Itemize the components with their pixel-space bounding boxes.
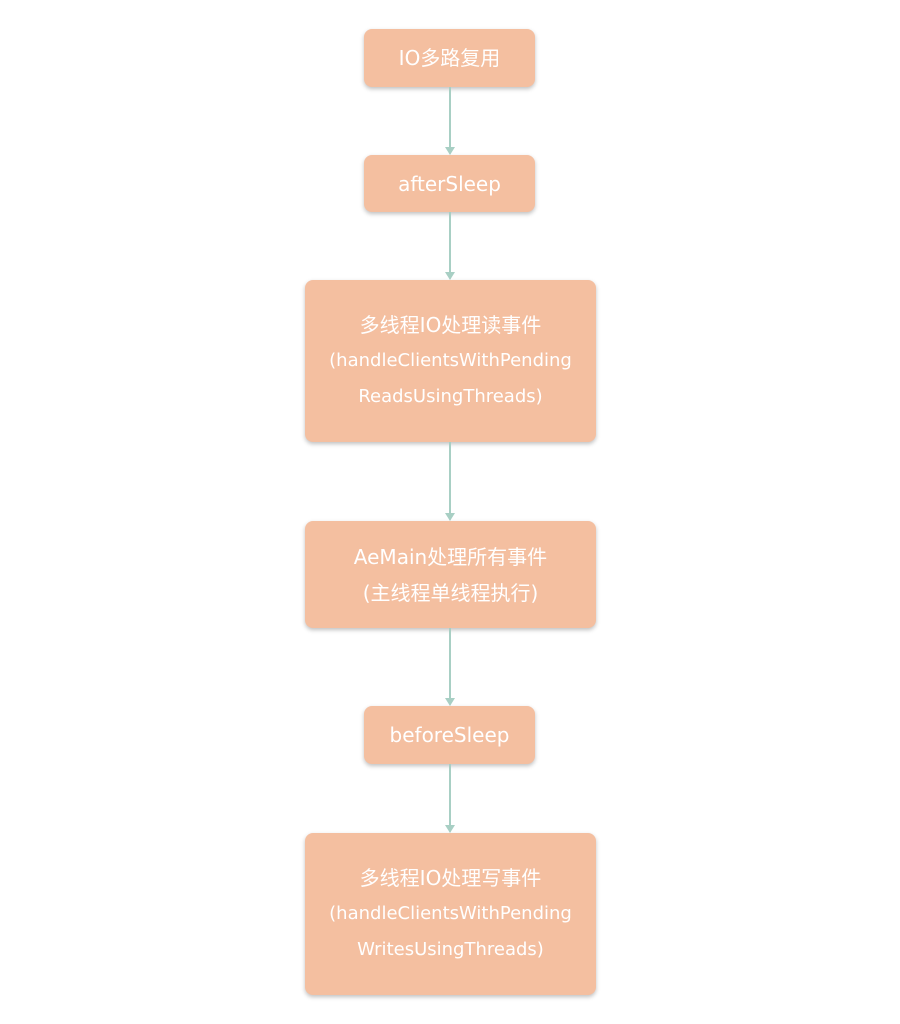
edge-arrow — [449, 212, 451, 272]
node-label-line: 多线程IO处理写事件 — [359, 866, 542, 890]
arrowhead-icon — [445, 513, 455, 521]
node-label: afterSleep — [398, 171, 501, 196]
node-label: IO多路复用 — [398, 46, 501, 70]
edge-arrow — [449, 628, 451, 698]
node-label-line: AeMain处理所有事件 — [353, 544, 548, 569]
arrowhead-icon — [445, 147, 455, 155]
node-label: beforeSleep — [389, 723, 510, 747]
node-label-line: (主线程单线程执行) — [362, 580, 539, 605]
edge-arrow — [449, 442, 451, 513]
node-aemain: AeMain处理所有事件 (主线程单线程执行) — [305, 521, 596, 628]
node-label-line: (handleClientsWithPending — [329, 350, 572, 371]
node-after-sleep: afterSleep — [364, 155, 535, 212]
edge-arrow — [449, 87, 451, 147]
node-io-multiplexing: IO多路复用 — [364, 29, 535, 87]
arrowhead-icon — [445, 698, 455, 706]
node-multithread-write: 多线程IO处理写事件 (handleClientsWithPending Wri… — [305, 833, 596, 995]
node-label-line: ReadsUsingThreads) — [358, 386, 543, 407]
node-label-line: WritesUsingThreads) — [357, 939, 544, 960]
node-label-line: 多线程IO处理读事件 — [359, 313, 542, 337]
arrowhead-icon — [445, 825, 455, 833]
arrowhead-icon — [445, 272, 455, 280]
node-label-line: (handleClientsWithPending — [329, 903, 572, 924]
node-before-sleep: beforeSleep — [364, 706, 535, 764]
node-multithread-read: 多线程IO处理读事件 (handleClientsWithPending Rea… — [305, 280, 596, 442]
edge-arrow — [449, 764, 451, 825]
